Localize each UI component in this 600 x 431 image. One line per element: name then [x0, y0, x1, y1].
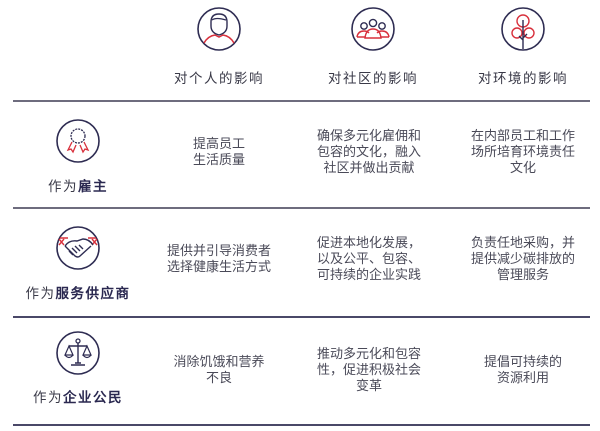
cell-employer-individual: 提高员工 生活质量 [192, 137, 245, 168]
row-label-employer: 作为雇主 [48, 179, 108, 195]
column-header-environment: 对环境的影响 [478, 71, 568, 87]
cell-employer-environment: 在内部员工和工作 场所培育环境责任 文化 [470, 129, 575, 176]
cell-corporate-citizen-community: 推动多元化和包容 性，促进积极社会 变革 [316, 347, 421, 394]
scales-icon [56, 331, 100, 375]
award-ribbon-icon [56, 119, 100, 163]
divider [13, 100, 590, 102]
divider [13, 207, 590, 209]
cell-employer-community: 确保多元化雇佣和 包容的文化，融入 社区并做出贡献 [316, 129, 421, 176]
cell-corporate-citizen-environment: 提倡可持续的 资源利用 [483, 355, 562, 386]
cell-corporate-citizen-individual: 消除饥饿和营养 不良 [173, 355, 265, 386]
cell-service-provider-individual: 提供并引导消费者 选择健康生活方式 [166, 244, 271, 275]
cell-service-provider-community: 促进本地化发展， 以及公平、包容、 可持续的企业实践 [316, 236, 421, 283]
column-header-individual: 对个人的影响 [174, 71, 264, 87]
cell-service-provider-environment: 负责任地采购，并 提供减少碳排放的 管理服务 [470, 236, 575, 283]
person-icon [197, 7, 241, 51]
divider [13, 316, 590, 318]
column-header-community: 对社区的影响 [328, 71, 418, 87]
handshake-icon [56, 226, 100, 270]
tree-icon [501, 7, 545, 51]
community-icon [351, 7, 395, 51]
divider [13, 424, 590, 426]
row-label-corporate-citizen: 作为企业公民 [33, 390, 123, 406]
row-label-service-provider: 作为服务供应商 [25, 286, 131, 302]
